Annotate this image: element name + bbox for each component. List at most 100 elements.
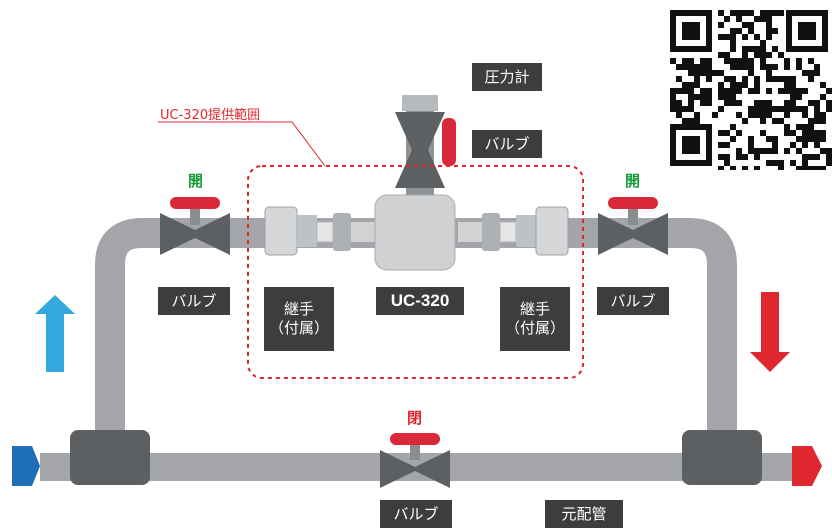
qr-module	[808, 166, 814, 170]
qr-module	[682, 64, 688, 70]
qr-module	[676, 88, 682, 94]
qr-module	[808, 154, 814, 160]
qr-module	[688, 70, 694, 76]
fitting-left-part	[264, 206, 375, 256]
main-pipe-label: 元配管	[545, 500, 623, 528]
qr-module	[748, 142, 754, 148]
qr-module	[754, 166, 760, 170]
qr-module	[748, 70, 754, 76]
qr-module	[748, 46, 754, 52]
top-valve-label: バルブ	[472, 130, 542, 158]
qr-module	[730, 58, 736, 64]
qr-module	[742, 52, 748, 58]
qr-module	[718, 82, 724, 88]
qr-module	[760, 10, 766, 16]
qr-module	[820, 148, 826, 154]
qr-module	[802, 88, 808, 94]
qr-module	[718, 88, 724, 94]
qr-module	[772, 64, 778, 70]
qr-module	[754, 106, 760, 112]
qr-module	[760, 52, 766, 58]
qr-module	[706, 58, 712, 64]
qr-module	[778, 106, 784, 112]
qr-module	[820, 118, 826, 124]
qr-module	[778, 76, 784, 82]
fitting-right-label: 継手 （付属）	[500, 287, 570, 351]
qr-module	[724, 160, 730, 166]
qr-module	[760, 40, 766, 46]
qr-module	[676, 100, 682, 106]
qr-module	[808, 130, 814, 136]
qr-module	[682, 58, 688, 64]
arrow-out-icon	[792, 446, 822, 486]
qr-module	[766, 28, 772, 34]
qr-module	[682, 118, 688, 124]
qr-module	[670, 106, 676, 112]
scope-label: UC-320提供範囲	[160, 108, 261, 123]
qr-module	[754, 154, 760, 160]
qr-module	[694, 70, 700, 76]
qr-module	[796, 58, 802, 64]
qr-module	[766, 34, 772, 40]
arrow-down-icon	[750, 292, 790, 372]
qr-module	[802, 70, 808, 76]
qr-module	[694, 76, 700, 82]
qr-module	[808, 124, 814, 130]
qr-module	[724, 154, 730, 160]
qr-module	[766, 10, 772, 16]
qr-module	[826, 106, 832, 112]
qr-module	[724, 34, 730, 40]
qr-module	[700, 64, 706, 70]
qr-module	[706, 88, 712, 94]
qr-module	[826, 160, 832, 166]
qr-module	[826, 154, 832, 160]
qr-module	[730, 46, 736, 52]
qr-module	[784, 64, 790, 70]
qr-module	[688, 64, 694, 70]
qr-module	[730, 136, 736, 142]
qr-module	[814, 118, 820, 124]
qr-module	[676, 112, 682, 118]
qr-module	[748, 64, 754, 70]
qr-module	[748, 112, 754, 118]
fitting-left-line1: 継手	[283, 300, 314, 319]
qr-module	[712, 112, 718, 118]
uc320-body	[374, 194, 456, 271]
qr-module	[784, 58, 790, 64]
qr-module	[736, 64, 742, 70]
gauge-cap	[402, 95, 438, 111]
qr-module	[670, 100, 676, 106]
qr-module	[808, 100, 814, 106]
tee-right	[682, 430, 762, 485]
qr-module	[802, 166, 808, 170]
qr-module	[802, 136, 808, 142]
qr-module	[700, 94, 706, 100]
qr-module	[766, 106, 772, 112]
qr-module	[814, 142, 820, 148]
qr-module	[718, 70, 724, 76]
qr-module	[742, 10, 748, 16]
qr-module	[748, 106, 754, 112]
qr-module	[784, 100, 790, 106]
qr-module	[790, 82, 796, 88]
qr-module	[742, 34, 748, 40]
fitting-left-label: 継手 （付属）	[264, 287, 334, 351]
qr-module	[772, 142, 778, 148]
qr-module	[808, 136, 814, 142]
qr-module	[724, 16, 730, 22]
qr-module	[718, 154, 724, 160]
qr-module	[820, 166, 826, 170]
qr-module	[730, 40, 736, 46]
qr-module	[820, 136, 826, 142]
qr-module	[730, 124, 736, 130]
qr-module	[706, 100, 712, 106]
qr-module	[784, 124, 790, 130]
qr-module	[748, 22, 754, 28]
qr-module	[760, 106, 766, 112]
qr-module	[784, 106, 790, 112]
scope-leader	[158, 121, 326, 167]
qr-module	[736, 100, 742, 106]
qr-module	[820, 94, 826, 100]
qr-module	[688, 58, 694, 64]
qr-module	[718, 22, 724, 28]
